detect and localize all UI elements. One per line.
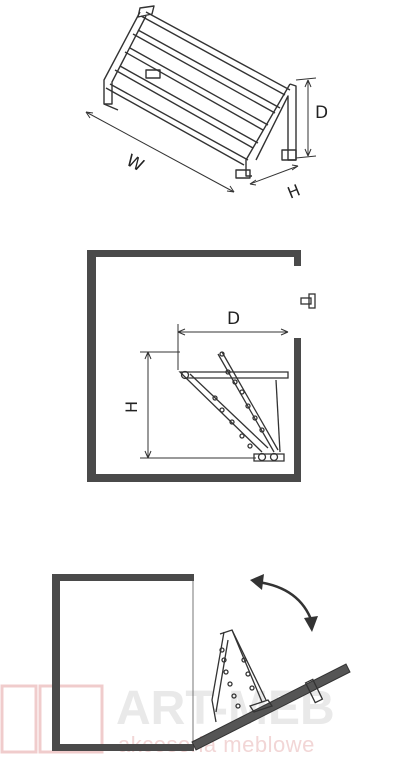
section-label-d: D [227, 309, 240, 329]
dimension-w [85, 111, 235, 193]
rack-side-frame-right [235, 83, 297, 179]
rack-section [178, 351, 289, 462]
label-d: D [315, 103, 328, 123]
dimension-d [295, 77, 317, 159]
section-dimension-d [177, 324, 289, 370]
door-handle-open [304, 678, 324, 704]
rack-rails [105, 11, 291, 166]
cabinet-door-open-diagram [52, 574, 351, 751]
dimension-h [249, 164, 299, 186]
section-label-h: H [122, 401, 141, 413]
rotation-arrow-icon [250, 574, 318, 632]
section-dimension-h [140, 351, 256, 459]
watermark-logo [0, 684, 104, 754]
label-w: W [123, 151, 147, 177]
rack-side-frame-left [103, 11, 161, 111]
label-h: H [285, 180, 303, 202]
rack-on-door [211, 629, 274, 723]
cabinet-open-walls [52, 574, 194, 751]
cabinet-section-diagram [87, 250, 316, 482]
rack-isometric-diagram [85, 5, 317, 193]
door-handle [300, 293, 316, 309]
cabinet-walls [87, 250, 301, 482]
